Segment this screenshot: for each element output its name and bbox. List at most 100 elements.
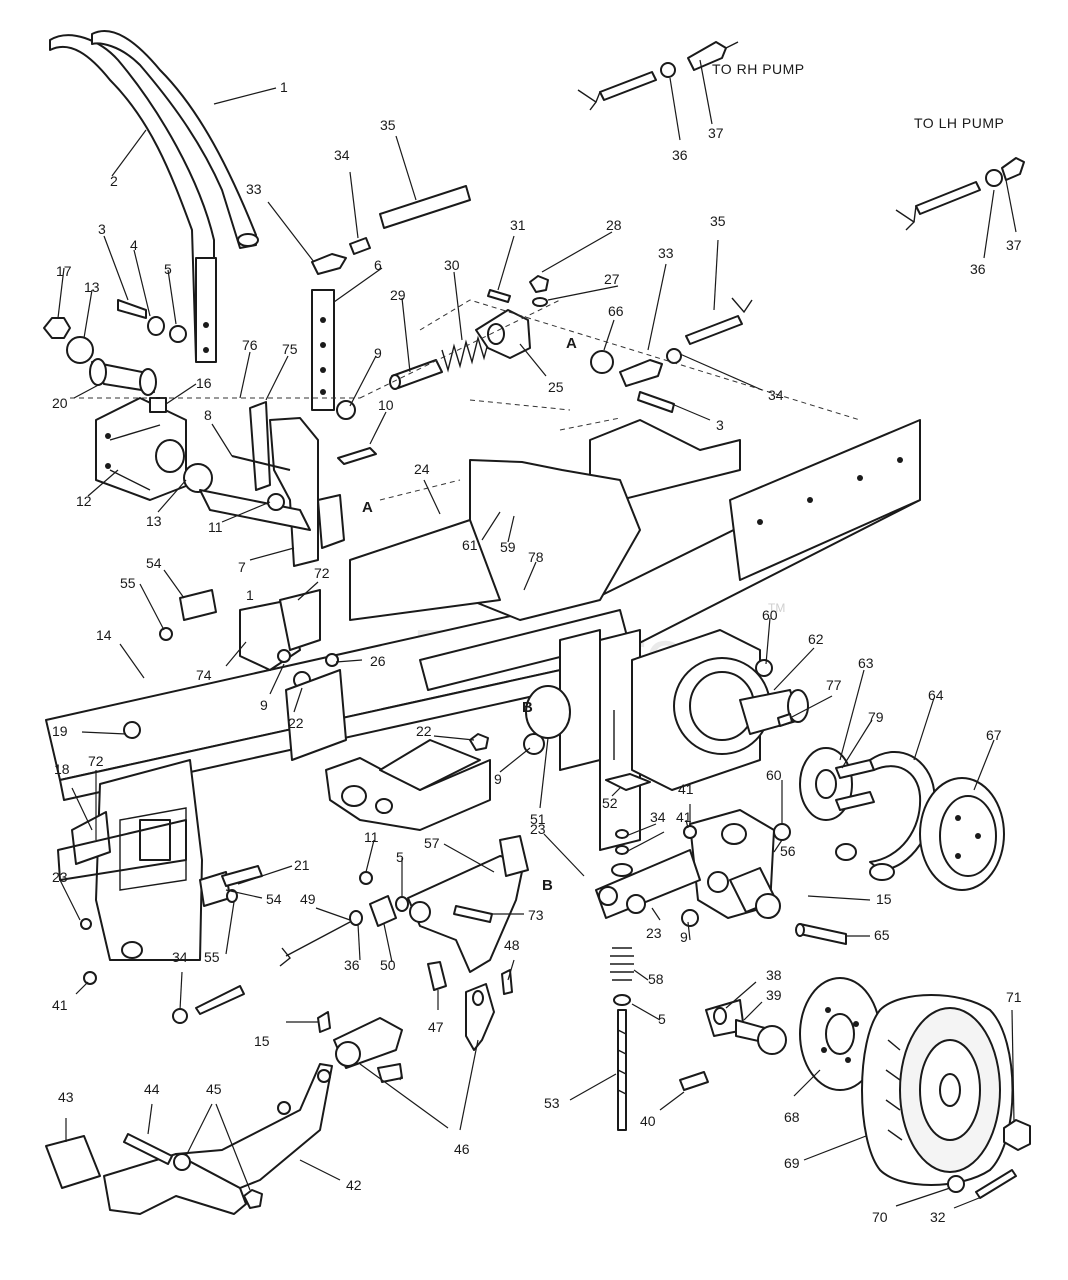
reference-letter-b-upper: B — [522, 699, 533, 716]
wheel-motor — [631, 629, 809, 791]
callout-label: 56 — [780, 843, 796, 859]
callout-label: 68 — [784, 1109, 800, 1125]
note-to-lh-pump: TO LH PUMP — [914, 115, 1004, 131]
right-rod-end — [590, 297, 753, 413]
callout-label: 64 — [928, 687, 944, 703]
lower-linkage — [80, 835, 529, 1051]
callout-label: 20 — [52, 395, 68, 411]
callout-label: 38 — [766, 967, 782, 983]
reference-letter-b-lower: B — [542, 877, 553, 894]
callout-label: 53 — [544, 1095, 560, 1111]
leader-lines — [57, 59, 1017, 1209]
callout-label: 7 — [238, 559, 246, 575]
callout-label: 10 — [378, 397, 394, 413]
callout-label: 41 — [676, 809, 692, 825]
callout-label: 55 — [120, 575, 136, 591]
callout-label: 6 — [374, 257, 382, 273]
brake-assembly — [799, 747, 1005, 891]
callout-label: 5 — [658, 1011, 666, 1027]
callout-label: 37 — [708, 125, 724, 141]
callout-label: 54 — [266, 891, 282, 907]
callout-label: 12 — [76, 493, 92, 509]
callout-label: 40 — [640, 1113, 656, 1129]
callout-numbers: 1 2 3 4 5 17 13 20 16 12 13 76 75 8 11 7… — [52, 79, 1022, 1225]
callout-label: 62 — [808, 631, 824, 647]
watermark-trademark: TM — [768, 601, 785, 615]
callout-label: 21 — [294, 857, 310, 873]
callout-label: 15 — [876, 891, 892, 907]
callout-label: 1 — [246, 587, 254, 603]
callout-label: 28 — [606, 217, 622, 233]
callout-label: 60 — [766, 767, 782, 783]
pedal-assembly — [45, 1017, 403, 1215]
callout-label: 54 — [146, 555, 162, 571]
callout-label: 9 — [494, 771, 502, 787]
callout-label: 18 — [54, 761, 70, 777]
handle-bars — [49, 30, 259, 363]
callout-label: 14 — [96, 627, 112, 643]
callout-label: 13 — [146, 513, 162, 529]
callout-label: 58 — [648, 971, 664, 987]
callout-label: 15 — [254, 1033, 270, 1049]
callout-label: 33 — [246, 181, 262, 197]
callout-label: 46 — [454, 1141, 470, 1157]
callout-label: 73 — [528, 907, 544, 923]
callout-label: 60 — [762, 607, 778, 623]
callout-label: 70 — [872, 1209, 888, 1225]
callout-label: 51 — [530, 811, 546, 827]
callout-label: 36 — [672, 147, 688, 163]
callout-label: 33 — [658, 245, 674, 261]
note-to-rh-pump: TO RH PUMP — [712, 61, 805, 77]
reference-letter-a-right: A — [566, 335, 577, 352]
callout-label: 35 — [710, 213, 726, 229]
callout-label: 3 — [98, 221, 106, 237]
callout-label: 9 — [374, 345, 382, 361]
callout-label: 34 — [334, 147, 350, 163]
callout-label: 77 — [826, 677, 842, 693]
callout-label: 39 — [766, 987, 782, 1003]
callout-label: 42 — [346, 1177, 362, 1193]
callout-label: 22 — [416, 723, 432, 739]
callout-label: 9 — [260, 697, 268, 713]
callout-label: 48 — [504, 937, 520, 953]
callout-label: 23 — [530, 821, 546, 837]
callout-label: 69 — [784, 1155, 800, 1171]
control-lever-assembly — [199, 185, 471, 567]
callout-label: 13 — [84, 279, 100, 295]
callout-label: 34 — [172, 949, 188, 965]
callout-label: 19 — [52, 723, 68, 739]
callout-label: 34 — [650, 809, 666, 825]
callout-label: 45 — [206, 1081, 222, 1097]
callout-label: 25 — [548, 379, 564, 395]
left-rear-plate — [57, 721, 203, 961]
callout-label: 1 — [280, 79, 288, 95]
callout-label: 63 — [858, 655, 874, 671]
callout-label: 16 — [196, 375, 212, 391]
callout-label: 35 — [380, 117, 396, 133]
center-brackets — [159, 589, 347, 907]
callout-label: 29 — [390, 287, 406, 303]
pump-linkage-right — [577, 41, 739, 111]
pin-assembly — [679, 999, 787, 1091]
callout-label: 72 — [314, 565, 330, 581]
callout-label: 66 — [608, 303, 624, 319]
callout-label: 9 — [680, 929, 688, 945]
callout-label: 34 — [768, 387, 784, 403]
callout-label: 76 — [242, 337, 258, 353]
callout-label: 32 — [930, 1209, 946, 1225]
callout-label: 49 — [300, 891, 316, 907]
callout-label: 41 — [678, 781, 694, 797]
callout-label: 17 — [56, 263, 72, 279]
callout-label: 11 — [208, 519, 223, 535]
center-bellcrank — [325, 685, 571, 831]
callout-label: 59 — [500, 539, 516, 555]
callout-label: 72 — [88, 753, 104, 769]
callout-label: 57 — [424, 835, 440, 851]
callout-label: 30 — [444, 257, 460, 273]
spring-pivot-assembly — [389, 275, 549, 390]
callout-label: 31 — [510, 217, 526, 233]
callout-label: 26 — [370, 653, 386, 669]
callout-label: 2 — [110, 173, 118, 189]
callout-label: 41 — [52, 997, 68, 1013]
